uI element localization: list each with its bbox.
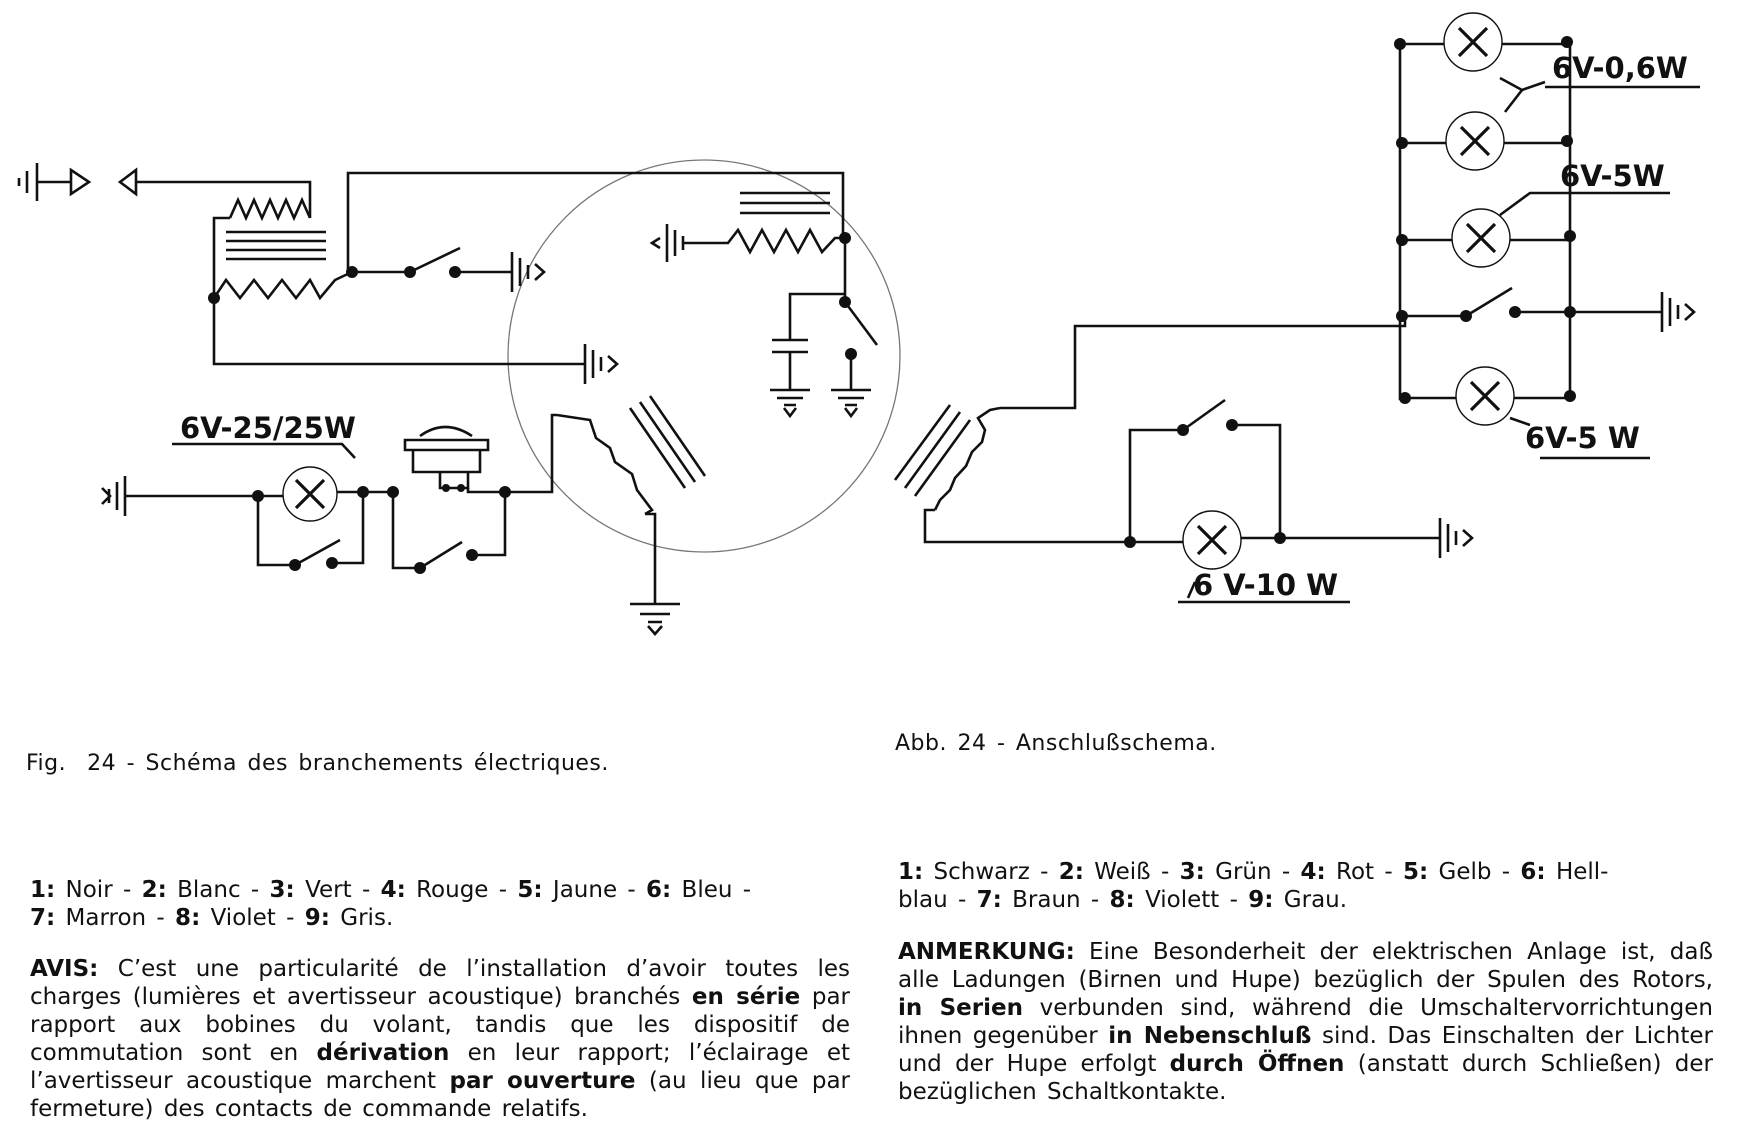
ignition-coil <box>208 171 845 366</box>
lighting-coil-left <box>556 395 707 636</box>
contact-breaker <box>649 191 879 419</box>
tail-lamp-circuit <box>1124 398 1474 604</box>
label-lamp-tail: 6 V-10 W <box>1193 568 1338 602</box>
wiring-diagram: 6V-0,6W 6V-5W 6V-5 W 6V-25/25W 6 V-10 W <box>17 12 1700 636</box>
label-lamp-head: 6V-25/25W <box>180 411 356 445</box>
flywheel-circle <box>507 159 901 553</box>
label-lamp-bottom: 6V-5 W <box>1525 421 1640 455</box>
lighting-coil-right <box>893 324 1385 544</box>
horn-circuit <box>391 413 557 574</box>
coil-ground <box>583 344 619 384</box>
output-terminal <box>17 163 312 218</box>
label-lamp-mid: 6V-5W <box>1560 159 1665 193</box>
caption-fr: Fig. 24 - Schéma des branchements électr… <box>26 751 609 776</box>
note-de: ANMERKUNG: Eine Besonderheit der elektri… <box>898 939 1713 1105</box>
legend-num: 1 <box>30 877 47 903</box>
note-de-title: ANMERKUNG: <box>898 939 1075 965</box>
color-legend-fr: 1: Noir - 2: Blanc - 3: Vert - 4: Rouge … <box>30 877 752 931</box>
headlamp-circuit <box>101 442 399 571</box>
label-lamp-small: 6V-0,6W <box>1552 51 1688 85</box>
lamp-bank <box>1385 12 1700 460</box>
note-fr: AVIS: C’est une particularité de l’insta… <box>30 956 850 1122</box>
note-fr-title: AVIS: <box>30 956 99 982</box>
color-legend-de: 1: Schwarz - 2: Weiß - 3: Grün - 4: Rot … <box>898 859 1609 913</box>
stop-switch <box>352 246 546 292</box>
caption-de: Abb. 24 - Anschlußschema. <box>895 731 1217 756</box>
